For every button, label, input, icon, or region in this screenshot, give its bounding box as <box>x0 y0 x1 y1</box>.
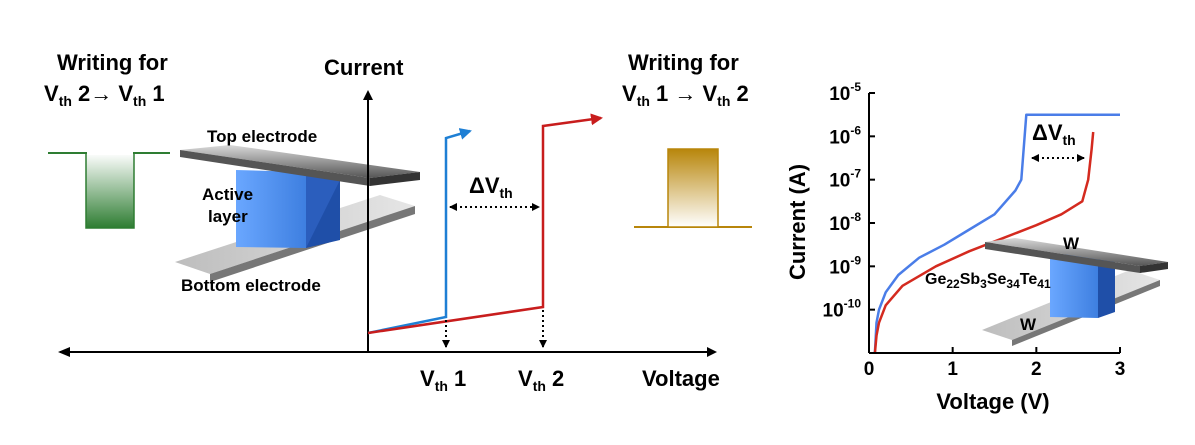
writing-label-left: Writing for Vth 2→ Vth 1 <box>44 50 168 109</box>
top-electrode <box>180 145 420 178</box>
active-layer-label-2: layer <box>208 207 248 226</box>
active-layer-front <box>236 170 306 248</box>
chart-y-tick-label: 10-10 <box>823 297 862 322</box>
current-axis-label: Current <box>324 55 404 80</box>
inset-top-electrode-label: W <box>1063 234 1080 253</box>
chart-delta-vth-label: ΔVth <box>1032 120 1076 148</box>
chart-x-tick-label: 3 <box>1115 359 1126 380</box>
chart-xlabel: Voltage (V) <box>936 389 1049 414</box>
voltage-axis-left-arrow <box>58 347 70 357</box>
chart-series-blue <box>873 113 1120 354</box>
chart-ylabel: Current (A) <box>785 164 810 280</box>
vth1-label: Vth 1 <box>420 366 466 394</box>
chart-x-tick-label: 2 <box>1031 359 1042 380</box>
writing-left-line2: Vth 2→ Vth 1 <box>44 81 165 109</box>
inset-material-label: Ge22Sb3Se34Te41 <box>925 271 1051 291</box>
reset-pulse-green <box>48 151 170 229</box>
top-electrode-front <box>180 150 370 186</box>
vth2-label: Vth 2 <box>518 366 564 394</box>
chart-y-tick-label: 10-9 <box>829 253 861 278</box>
bottom-electrode-label: Bottom electrode <box>181 276 321 295</box>
writing-left-line1: Writing for <box>57 50 168 75</box>
chart-x-tick-label: 0 <box>864 359 875 380</box>
chart-inset-device <box>982 238 1168 346</box>
chart-y-tick-label: 10-8 <box>829 210 861 235</box>
chart-y-tick-label: 10-5 <box>829 80 861 105</box>
chart-x-tick-label: 1 <box>947 359 958 380</box>
iv-curve-vth2 <box>367 113 603 335</box>
writing-label-right: Writing for Vth 1 → Vth 2 <box>622 50 749 109</box>
inset-bottom-electrode-label: W <box>1020 315 1037 334</box>
writing-right-line2: Vth 1 → Vth 2 <box>622 81 749 109</box>
voltage-axis-label: Voltage <box>642 366 720 391</box>
top-electrode-label: Top electrode <box>207 127 317 146</box>
iv-curve-vth1 <box>367 128 472 335</box>
iv-chart: Current (A) Voltage (V) 0 1 2 3 10-10 10-9 10-… <box>785 80 1168 414</box>
set-pulse-gold <box>634 148 752 228</box>
chart-y-tick-label: 10-7 <box>829 167 861 192</box>
writing-right-line1: Writing for <box>628 50 739 75</box>
active-layer-label-1: Active <box>202 185 253 204</box>
chart-y-tick-label: 10-6 <box>829 123 861 148</box>
device-schematic <box>175 145 420 282</box>
delta-vth-label: ΔVth <box>469 173 513 201</box>
